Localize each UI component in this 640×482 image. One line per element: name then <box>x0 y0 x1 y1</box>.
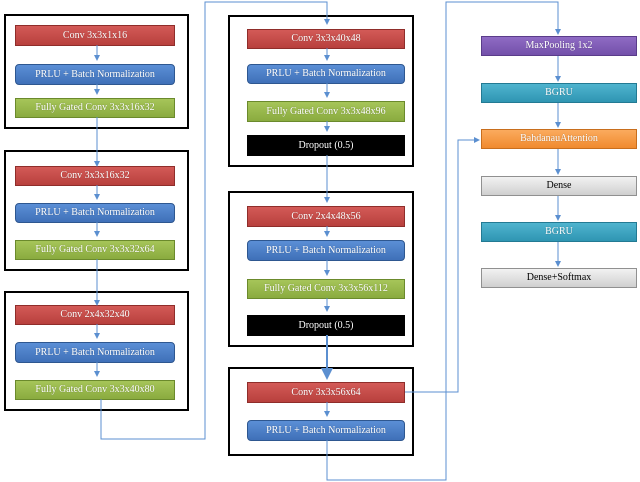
arrow-g6-attention <box>405 137 480 393</box>
bahdanau-attention-layer: BahdanauAttention <box>481 129 637 149</box>
prlu-batchnorm-layer-5: PRLU + Batch Normalization <box>247 240 405 261</box>
bgru-layer-2: BGRU <box>481 222 637 242</box>
dropout-layer-1: Dropout (0.5) <box>247 135 405 156</box>
conv-layer-2: Conv 3x3x16x32 <box>15 166 175 186</box>
block-group-2: Conv 3x3x16x32 PRLU + Batch Normalizatio… <box>4 150 189 271</box>
gated-conv-layer-2: Fully Gated Conv 3x3x32x64 <box>15 240 175 260</box>
prlu-batchnorm-layer-3: PRLU + Batch Normalization <box>15 342 175 363</box>
conv-layer-1: Conv 3x3x1x16 <box>15 25 175 46</box>
bgru-layer-1: BGRU <box>481 83 637 103</box>
maxpooling-layer: MaxPooling 1x2 <box>481 36 637 56</box>
prlu-batchnorm-layer-1: PRLU + Batch Normalization <box>15 64 175 85</box>
conv-layer-6: Conv 3x3x56x64 <box>247 382 405 403</box>
gated-conv-layer-3: Fully Gated Conv 3x3x40x80 <box>15 380 175 400</box>
dense-softmax-layer: Dense+Softmax <box>481 268 637 288</box>
block-group-4: Conv 3x3x40x48 PRLU + Batch Normalizatio… <box>228 15 414 167</box>
prlu-batchnorm-layer-4: PRLU + Batch Normalization <box>247 64 405 84</box>
block-group-1: Conv 3x3x1x16 PRLU + Batch Normalization… <box>4 14 189 129</box>
dense-layer: Dense <box>481 176 637 196</box>
gated-conv-layer-1: Fully Gated Conv 3x3x16x32 <box>15 98 175 118</box>
gated-conv-layer-4: Fully Gated Conv 3x3x48x96 <box>247 101 405 122</box>
block-group-3: Conv 2x4x32x40 PRLU + Batch Normalizatio… <box>4 291 189 411</box>
prlu-batchnorm-layer-2: PRLU + Batch Normalization <box>15 203 175 223</box>
block-group-5: Conv 2x4x48x56 PRLU + Batch Normalizatio… <box>228 191 414 347</box>
conv-layer-3: Conv 2x4x32x40 <box>15 305 175 325</box>
prlu-batchnorm-layer-6: PRLU + Batch Normalization <box>247 420 405 441</box>
dropout-layer-2: Dropout (0.5) <box>247 315 405 336</box>
gated-conv-layer-5: Fully Gated Conv 3x3x56x112 <box>247 279 405 299</box>
conv-layer-4: Conv 3x3x40x48 <box>247 29 405 49</box>
conv-layer-5: Conv 2x4x48x56 <box>247 206 405 227</box>
block-group-6: Conv 3x3x56x64 PRLU + Batch Normalizatio… <box>228 367 414 456</box>
